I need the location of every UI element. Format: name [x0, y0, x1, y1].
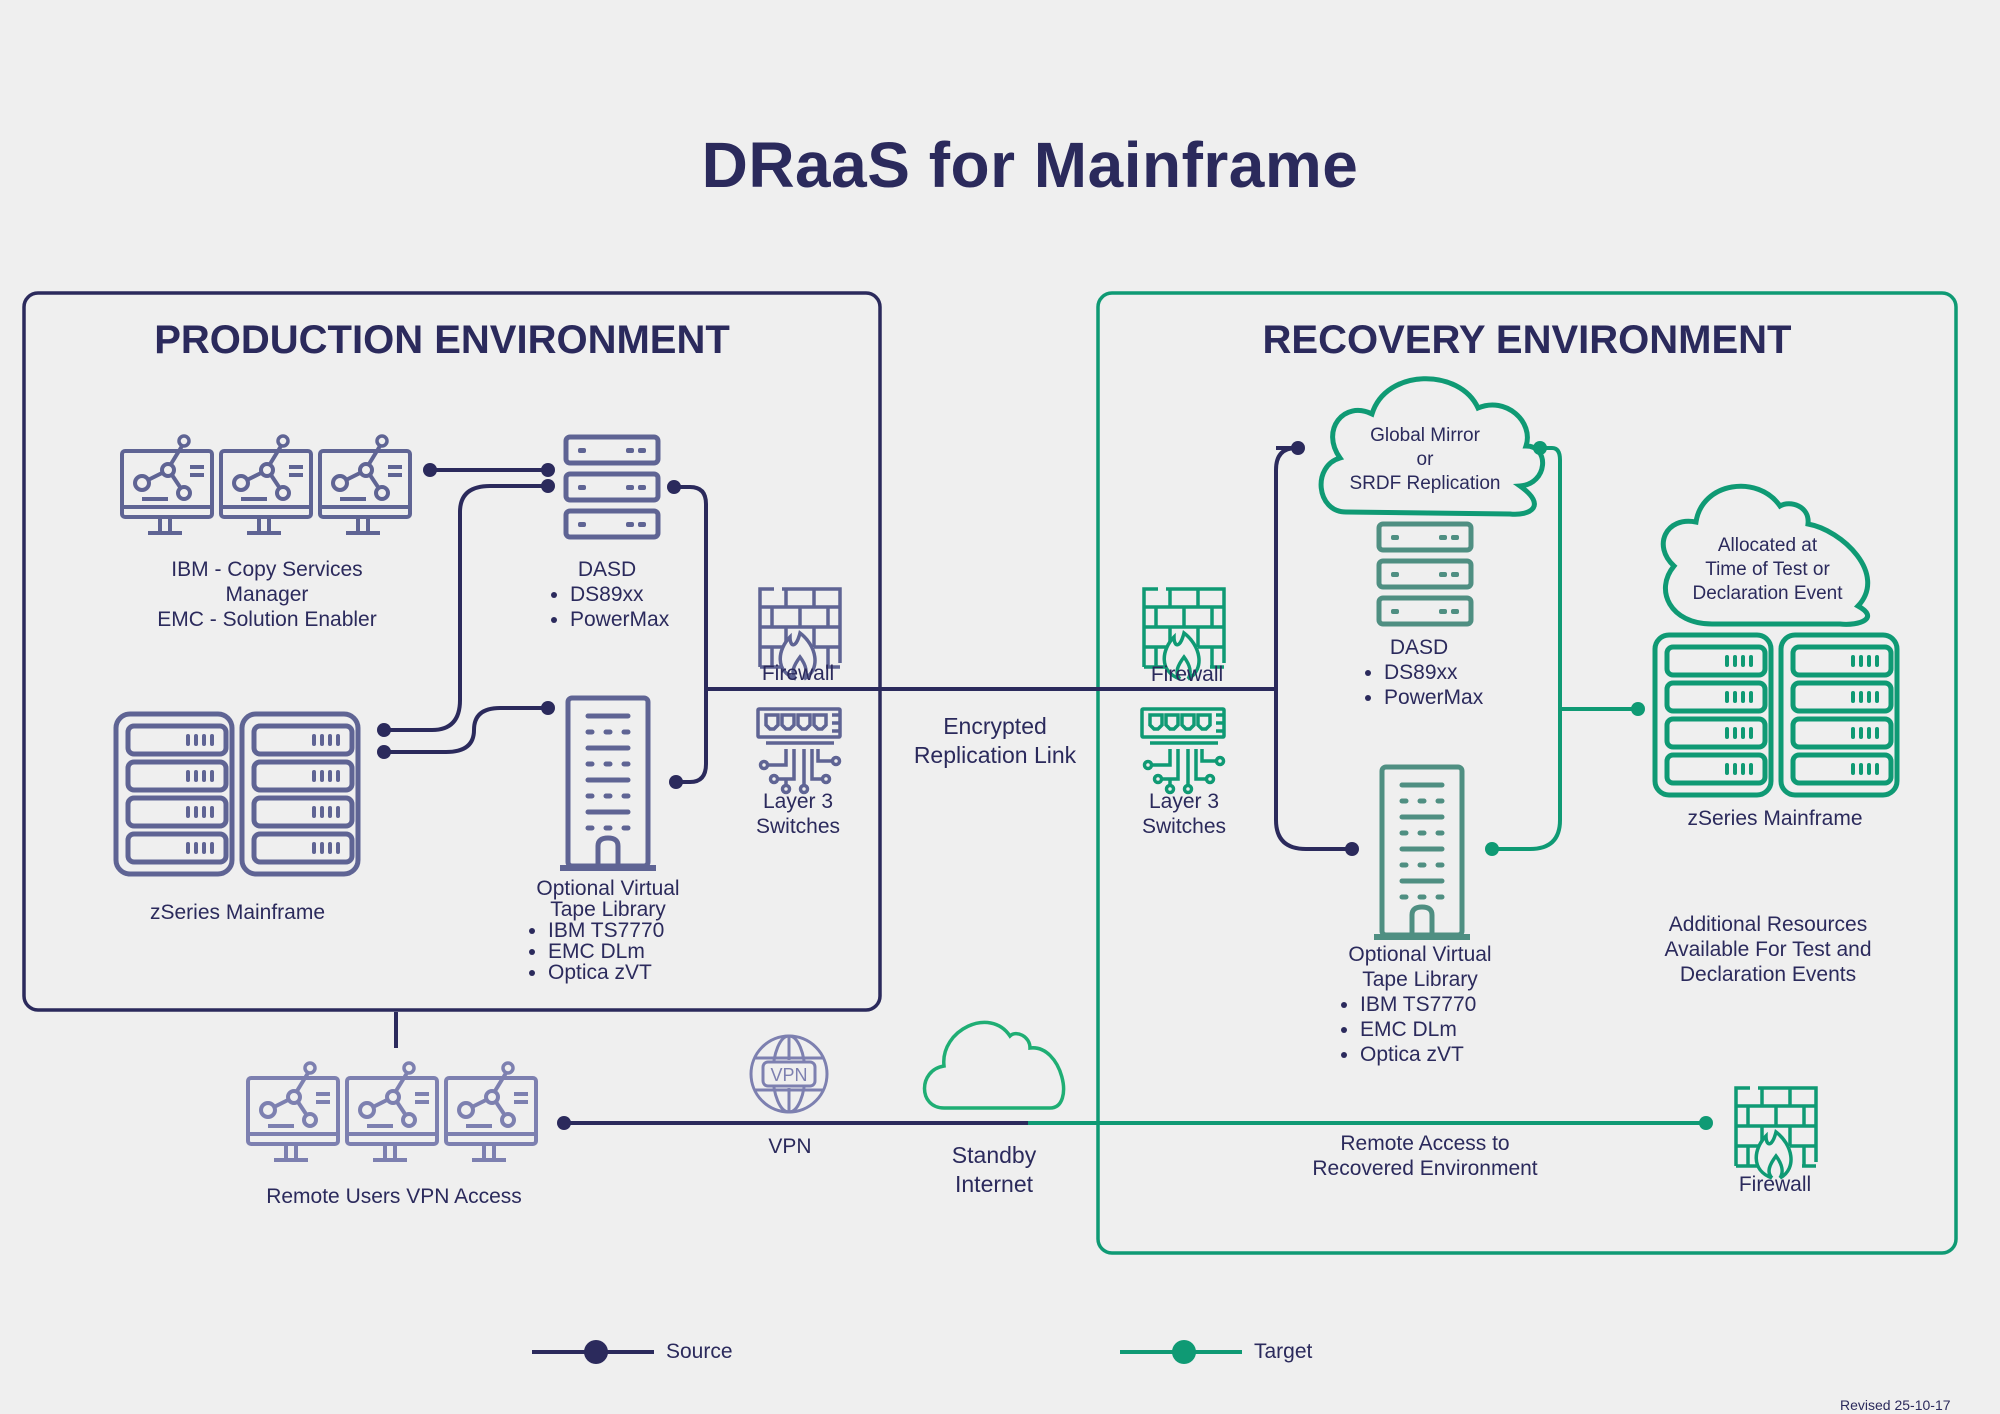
source-connector-dots — [377, 441, 1359, 1130]
standby-internet-cloud-icon — [922, 1020, 1066, 1110]
recovery-heading: RECOVERY ENVIRONMENT — [1262, 318, 1792, 362]
recovery-dasd-label: DASD DS89xx PowerMax — [1354, 635, 1504, 710]
allocation-cloud-icon — [1660, 483, 1871, 627]
csm-monitors-icon — [120, 434, 412, 535]
source-connectors — [384, 446, 1350, 1125]
production-mainframe-label: zSeries Mainframe — [149, 901, 326, 924]
remote-access-firewall-icon — [1734, 1086, 1818, 1180]
replication-cloud-label: Global Mirror or SRDF Replication — [1349, 425, 1501, 494]
legend-source-swatch — [532, 1340, 654, 1364]
legend-target-swatch — [1120, 1340, 1242, 1364]
remote-users-label: Remote Users VPN Access — [266, 1185, 522, 1208]
recovery-firewall-label: Firewall — [1150, 663, 1224, 686]
legend-target-label: Target — [1254, 1340, 1313, 1363]
production-tape-library-icon — [560, 698, 656, 868]
csm-label: IBM - Copy Services Manager EMC - Soluti… — [157, 558, 377, 631]
production-dasd-icon — [566, 437, 658, 537]
production-heading: PRODUCTION ENVIRONMENT — [154, 318, 730, 362]
remote-access-firewall-label: Firewall — [1738, 1173, 1812, 1196]
recovery-switch-label: Layer 3 Switches — [1141, 790, 1227, 838]
recovery-switch-icon — [1140, 707, 1226, 795]
production-dasd-label: DASD DS89xx PowerMax — [542, 557, 682, 632]
remote-users-monitors-icon — [246, 1061, 538, 1162]
recovery-tape-library-icon — [1374, 767, 1470, 937]
recovery-environment-box — [1096, 291, 1958, 1255]
recovery-mainframe-label: zSeries Mainframe — [1687, 807, 1863, 830]
remote-access-label: Remote Access to Recovered Environment — [1312, 1132, 1538, 1180]
production-mainframe-icon — [116, 714, 358, 874]
page-title: DRaaS for Mainframe — [701, 129, 1359, 201]
production-environment-box — [22, 291, 882, 1012]
vpn-label: VPN — [768, 1135, 812, 1158]
recovery-vtl-label: Optional Virtual Tape Library IBM TS7770… — [1320, 942, 1520, 1067]
production-firewall-label: Firewall — [761, 662, 835, 685]
production-switch-label: Layer 3 Switches — [755, 790, 841, 838]
recovery-mainframe-icon — [1655, 635, 1897, 795]
production-vtl-label: Optional Virtual Tape Library IBM TS7770… — [508, 878, 708, 983]
standby-internet-label: Standby Internet — [951, 1142, 1037, 1197]
encrypted-link-label: Encrypted Replication Link — [913, 713, 1077, 768]
additional-resources-label: Additional Resources Available For Test … — [1664, 913, 1872, 986]
legend-source-label: Source — [666, 1340, 733, 1363]
target-connector-dots — [1485, 441, 1713, 1130]
allocation-cloud-label: Allocated at Time of Test or Declaration… — [1692, 535, 1843, 604]
svg-text:VPN: VPN — [770, 1065, 807, 1085]
target-connectors — [1028, 446, 1706, 1125]
vpn-globe-icon: VPN — [749, 1034, 829, 1114]
replication-cloud-icon — [1318, 376, 1545, 517]
production-switch-icon — [756, 707, 842, 795]
revision-date: Revised 25-10-17 — [1840, 1397, 1951, 1413]
recovery-dasd-icon — [1379, 524, 1471, 624]
